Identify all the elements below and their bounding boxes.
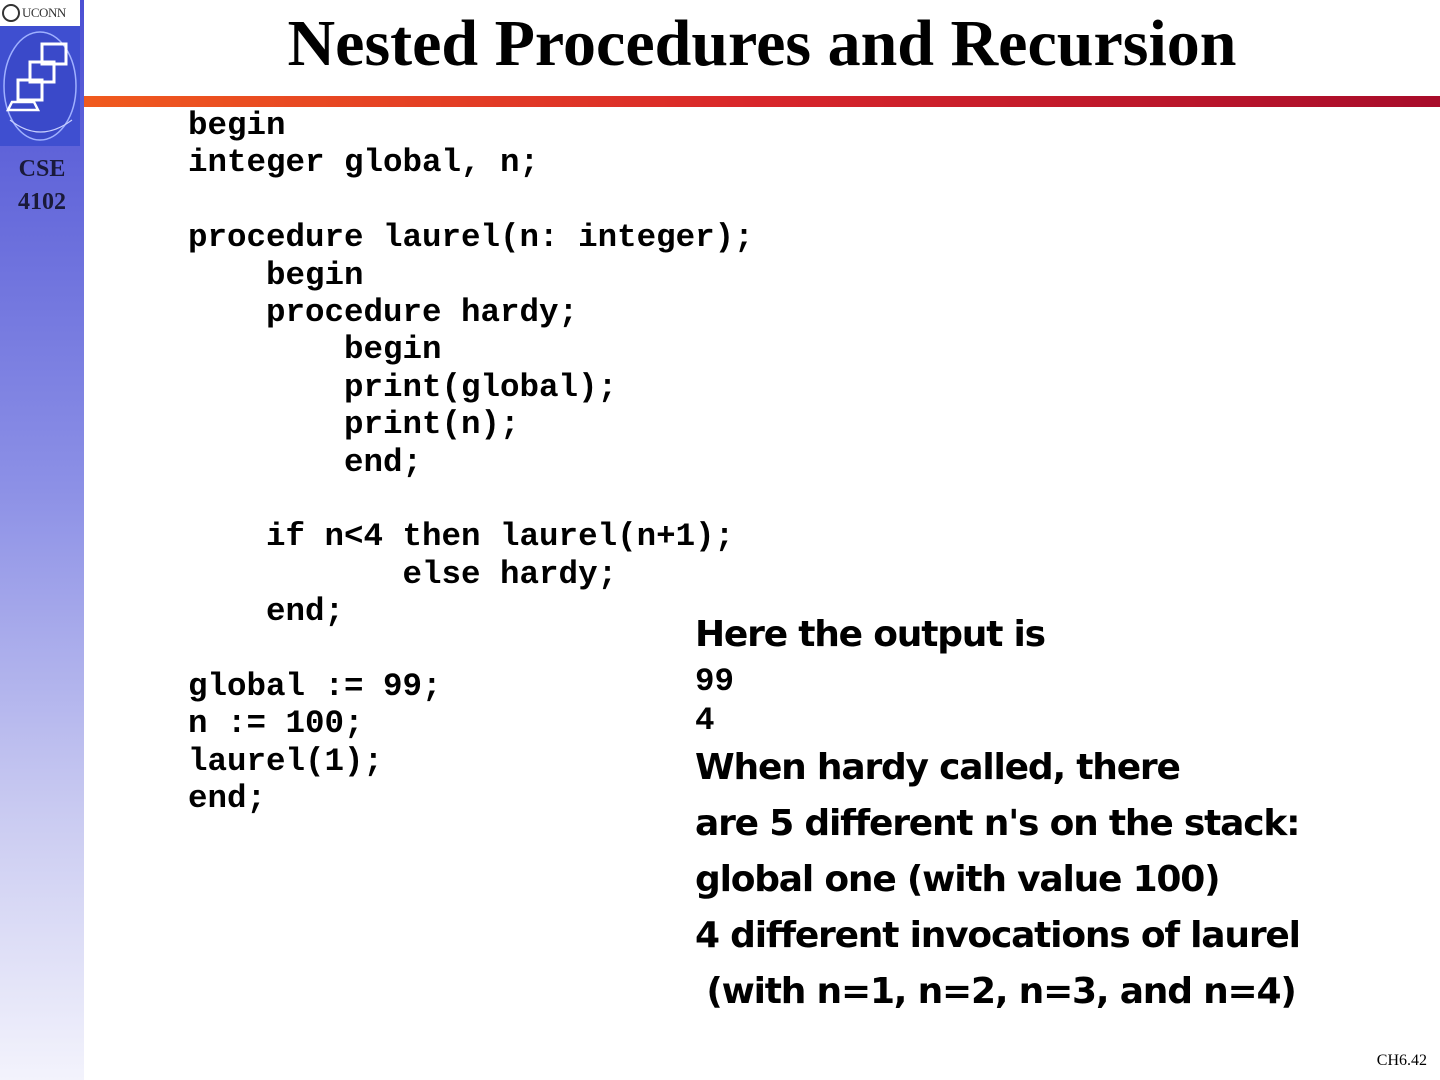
- network-computers-icon: [3, 31, 77, 141]
- code-line: [188, 630, 754, 667]
- code-line: end;: [188, 593, 345, 631]
- course-code: CSE: [18, 156, 66, 182]
- code-line: procedure hardy;: [188, 293, 579, 331]
- university-seal-icon: [2, 4, 20, 22]
- code-line: end;: [188, 443, 423, 481]
- output-explanation: Here the output is 99 4 When hardy calle…: [695, 608, 1301, 1020]
- explanation-line: are 5 different n's on the stack:: [695, 803, 1300, 844]
- code-line: if n<4 then laurel(n+1);: [188, 518, 735, 556]
- code-line: begin: [188, 256, 364, 294]
- explanation-line: global one (with value 100): [695, 859, 1221, 900]
- code-line: [188, 481, 754, 518]
- output-value: 99: [695, 663, 735, 700]
- code-line: print(global);: [188, 368, 618, 406]
- code-line: procedure laurel(n: integer);: [188, 219, 754, 257]
- explanation-line: (with n=1, n=2, n=3, and n=4): [695, 971, 1297, 1012]
- code-line: print(n);: [188, 406, 520, 444]
- code-line: integer global, n;: [188, 144, 540, 182]
- code-line: end;: [188, 780, 267, 818]
- slide-title: Nested Procedures and Recursion: [287, 7, 1237, 80]
- sidebar: UCONN CSE 4102: [0, 0, 84, 1080]
- code-line: begin: [188, 331, 442, 369]
- code-line: global := 99;: [188, 667, 442, 705]
- code-line: begin: [188, 107, 286, 144]
- explanation-line: 4 different invocations of laurel: [695, 915, 1301, 956]
- code-line: else hardy;: [188, 555, 618, 593]
- code-line: [188, 182, 754, 219]
- department-logo: UCONN: [0, 0, 80, 146]
- title-underline: [84, 96, 1440, 107]
- code-line: laurel(1);: [188, 742, 384, 780]
- output-heading: Here the output is: [695, 614, 1046, 655]
- output-value: 4: [695, 702, 715, 739]
- course-label: CSE 4102: [0, 153, 84, 219]
- slide-number: CH6.42: [1376, 1052, 1427, 1069]
- explanation-line: When hardy called, there: [695, 747, 1181, 788]
- uconn-wordmark: UCONN: [22, 5, 66, 20]
- code-line: n := 100;: [188, 705, 364, 743]
- course-number: 4102: [18, 189, 66, 215]
- uconn-banner: UCONN: [0, 0, 80, 26]
